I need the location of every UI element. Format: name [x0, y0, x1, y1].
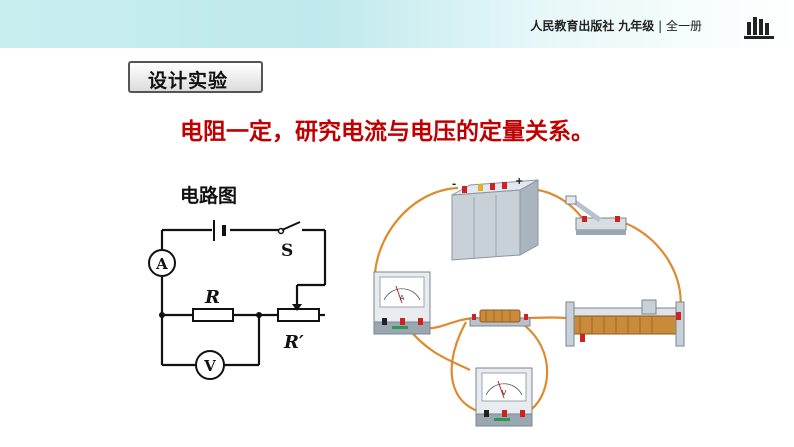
battery-minus-label: -	[452, 179, 456, 190]
voltmeter-dial-letter: V	[502, 389, 507, 397]
publisher-info: 人民教育出版社 九年级 | 全一册	[530, 17, 702, 34]
rheostat-label: R′	[283, 332, 304, 353]
volume-label: 全一册	[665, 19, 702, 33]
battery-symbol	[213, 220, 226, 241]
knife-switch	[565, 195, 627, 235]
header-band	[0, 0, 794, 48]
ammeter-dial-letter: A	[400, 294, 405, 302]
resistor-symbol	[192, 308, 234, 322]
section-tag: 设计实验	[128, 61, 263, 93]
header-separator: |	[658, 19, 663, 33]
battery-plus-label: +	[515, 176, 523, 187]
ammeter-label: A	[155, 255, 168, 273]
publisher-name: 人民教育出版社	[530, 19, 615, 33]
ammeter-instrument: A	[373, 271, 431, 335]
switch-label: S	[281, 241, 293, 261]
junction-dot-right	[256, 312, 262, 318]
voltmeter-instrument: V	[475, 367, 533, 427]
battery-box: - +	[451, 176, 539, 261]
headline: 电阻一定，研究电流与电压的定量关系。	[180, 119, 594, 145]
switch-symbol	[277, 221, 301, 235]
rheostat-symbol	[277, 308, 320, 322]
junction-dot-left	[159, 312, 165, 318]
voltmeter-symbol	[195, 350, 225, 380]
slide-rheostat	[565, 299, 685, 347]
ammeter-symbol	[148, 249, 176, 277]
rheostat-slider-arrow-icon	[292, 304, 302, 311]
fixed-resistor	[469, 309, 531, 327]
resistor-label: R	[204, 287, 220, 308]
circuit-schematic	[160, 228, 327, 367]
publisher-logo-icon	[744, 17, 774, 39]
voltmeter-label: V	[203, 357, 216, 375]
section-tag-label: 设计实验	[148, 70, 229, 92]
grade-label: 九年级	[618, 19, 655, 33]
circuit-diagram-title: 电路图	[180, 185, 238, 207]
